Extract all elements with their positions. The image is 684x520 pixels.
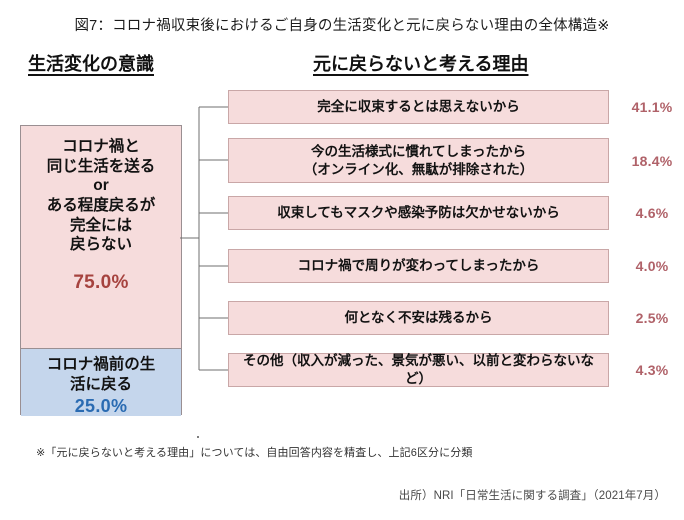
life-change-stack: コロナ禍と 同じ生活を送る or ある程度戻るが 完全には 戻らない 75.0%… (20, 125, 182, 416)
reason-percent: 41.1% (631, 99, 673, 115)
reason-label: 完全に収束するとは思えないから (317, 99, 520, 115)
column-header-life-change: 生活変化の意識 (28, 54, 154, 74)
segment-not-returning: コロナ禍と 同じ生活を送る or ある程度戻るが 完全には 戻らない 75.0% (21, 126, 181, 348)
reason-label: 何となく不安は残るから (344, 310, 493, 326)
connector-bracket (180, 106, 228, 371)
segment-not-returning-percent: 75.0% (73, 272, 129, 294)
footnote-text: ※「元に戻らないと考える理由」については、自由回答内容を精査し、上記6区分に分類 (36, 447, 473, 459)
page-title: 図7：コロナ禍収束後におけるご自身の生活変化と元に戻らない理由の全体構造※ (74, 18, 610, 34)
reason-label: 収束してもマスクや感染予防は欠かせないから (277, 205, 560, 221)
reason-row: 今の生活様式に慣れてしまったから （オンライン化、無駄が排除された） 18.4% (228, 138, 672, 183)
segment-returning-label: コロナ禍前の生 活に戻る (46, 356, 156, 393)
reason-percent: 2.5% (635, 310, 669, 326)
segment-not-returning-label: コロナ禍と 同じ生活を送る or ある程度戻るが 完全には 戻らない (46, 138, 156, 254)
reason-percent: 18.4% (631, 152, 673, 169)
source-citation: 出所）NRI「日常生活に関する調査」（2021年7月） (398, 490, 666, 502)
reason-box: 今の生活様式に慣れてしまったから （オンライン化、無駄が排除された） (228, 138, 609, 183)
reason-label: 今の生活様式に慣れてしまったから （オンライン化、無駄が排除された） (303, 143, 534, 177)
reason-box: その他（収入が減った、景気が悪い、以前と変わらないなど） (228, 353, 609, 387)
reason-percent: 4.3% (635, 362, 669, 378)
segment-returning: コロナ禍前の生 活に戻る 25.0% (21, 348, 181, 416)
reason-row: その他（収入が減った、景気が悪い、以前と変わらないなど） 4.3% (228, 353, 668, 387)
column-header-reasons: 元に戻らないと考える理由 (313, 54, 529, 74)
stray-dot-mark (197, 436, 199, 438)
reason-box: コロナ禍で周りが変わってしまったから (228, 249, 609, 283)
reason-row: 何となく不安は残るから 2.5% (228, 301, 668, 335)
reason-box: 完全に収束するとは思えないから (228, 90, 609, 124)
reason-box: 収束してもマスクや感染予防は欠かせないから (228, 196, 609, 230)
reason-box: 何となく不安は残るから (228, 301, 609, 335)
reason-label: コロナ禍で周りが変わってしまったから (297, 258, 540, 274)
reason-percent: 4.6% (635, 205, 669, 221)
reason-row: 完全に収束するとは思えないから 41.1% (228, 90, 672, 124)
reason-percent: 4.0% (635, 258, 669, 274)
segment-returning-percent: 25.0% (74, 396, 128, 417)
reason-row: 収束してもマスクや感染予防は欠かせないから 4.6% (228, 196, 668, 230)
reason-row: コロナ禍で周りが変わってしまったから 4.0% (228, 249, 668, 283)
reason-label: その他（収入が減った、景気が悪い、以前と変わらないなど） (243, 353, 594, 386)
